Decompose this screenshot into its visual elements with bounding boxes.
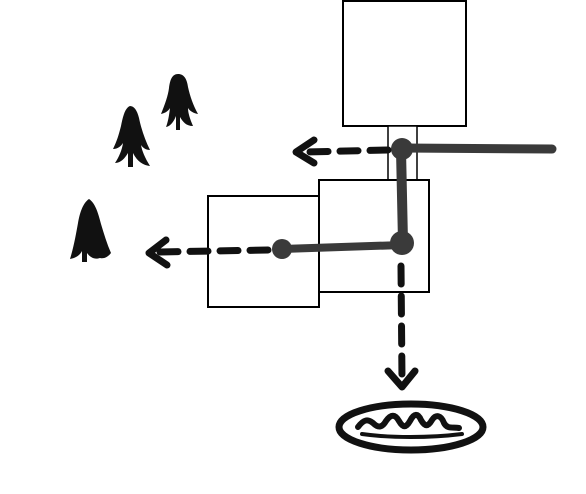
pipes [278,143,557,253]
tree-icon [161,74,198,130]
pond-icon [335,400,487,454]
main-pipe-horizontal [397,143,557,154]
building-top [342,0,467,127]
joint-lower [390,231,414,255]
arrowhead-pond [384,367,419,391]
arrowhead-upper [292,136,318,167]
pipe-joints [272,138,414,259]
tree-icon [113,106,150,167]
dashed-arrow-to-trees-upper [301,146,392,156]
main-pipe-vertical [396,145,408,247]
joint-left [272,239,292,259]
pond-ripples-lower [360,432,464,439]
branch-pipe [278,241,406,253]
flow-arrows [145,136,419,391]
dashed-arrow-to-pond [397,262,406,384]
pond-outline [335,400,487,454]
joint-upper [391,138,413,160]
arrowhead-lower [145,236,171,269]
dashed-arrow-to-trees-lower [154,246,272,256]
pond-ripples [355,411,462,431]
tree-icon [70,199,111,262]
building-middle [318,179,430,293]
